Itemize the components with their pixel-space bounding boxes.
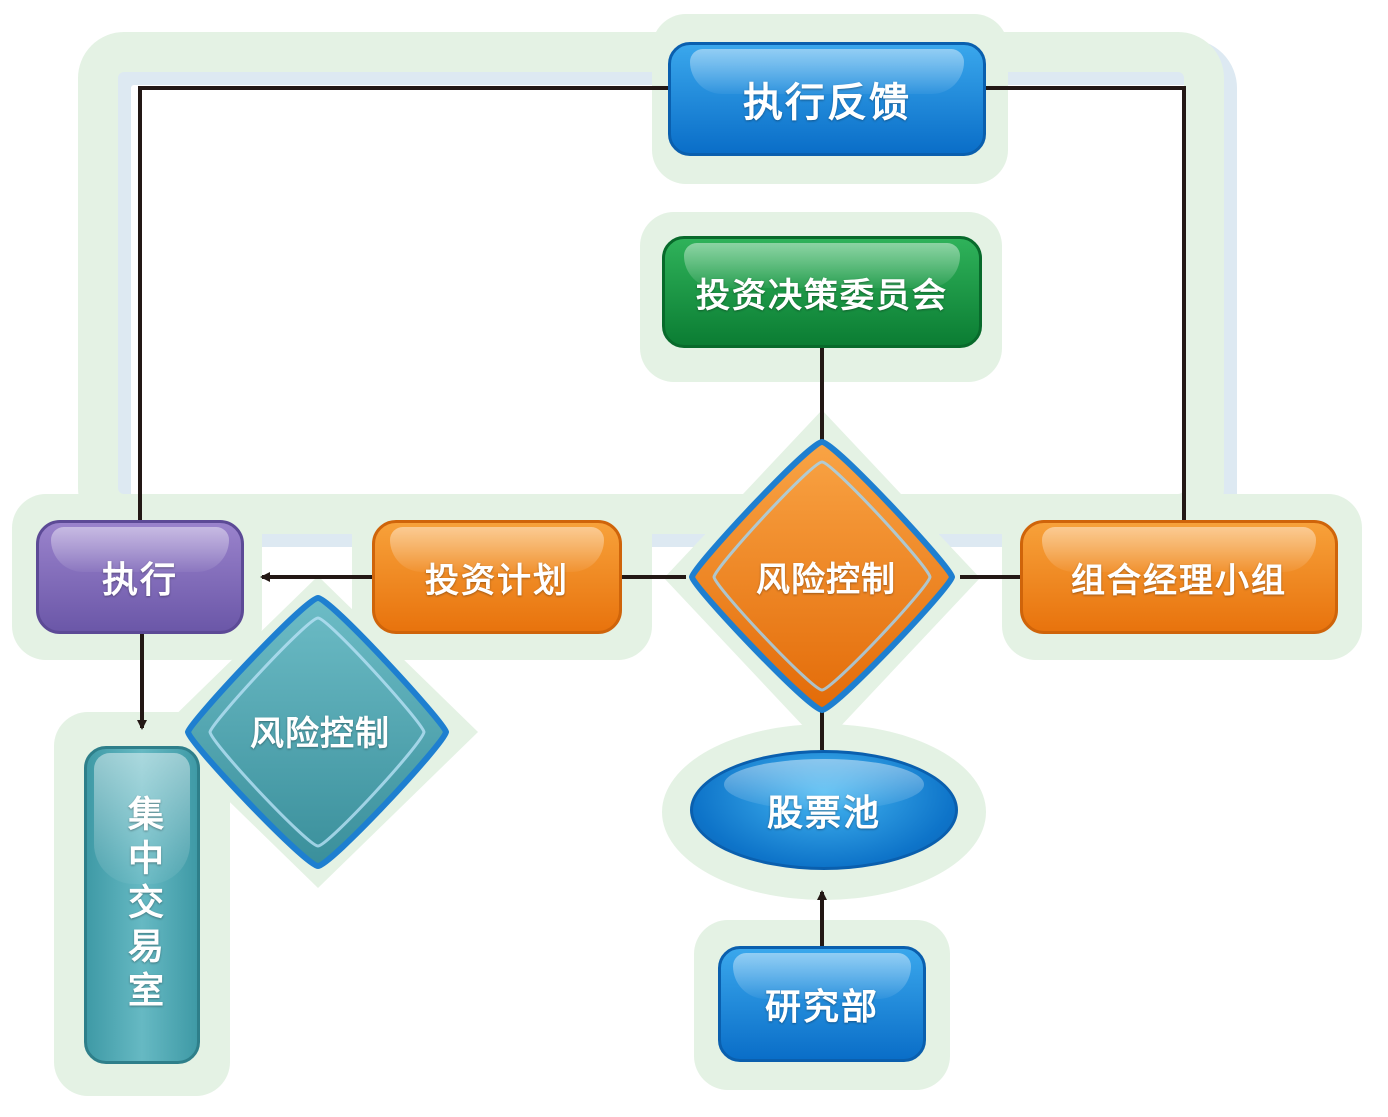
investment-plan-label: 投资计划 — [425, 560, 569, 601]
connectors — [137, 86, 1186, 946]
execution-feedback-label: 执行反馈 — [743, 80, 911, 126]
central-trading-room-box: 集中交易室 — [84, 746, 200, 1064]
central-trading-room-label: 集中交易室 — [122, 795, 163, 1015]
execution-box: 执行 — [36, 520, 244, 634]
stock-pool-ellipse: 股票池 — [690, 750, 958, 870]
risk-control-diamond-main — [688, 438, 956, 714]
risk-control-main-label: 风险控制 — [756, 559, 896, 600]
research-department-box: 研究部 — [718, 946, 926, 1062]
feedback-connector-right — [986, 86, 1186, 520]
feedback-connector-left — [138, 86, 668, 520]
portfolio-manager-group-box: 组合经理小组 — [1020, 520, 1338, 634]
risk-control-side-label: 风险控制 — [250, 713, 390, 754]
portfolio-manager-group-label: 组合经理小组 — [1071, 560, 1287, 601]
execution-label: 执行 — [101, 560, 178, 601]
investment-committee-box: 投资决策委员会 — [662, 236, 982, 348]
research-department-label: 研究部 — [764, 987, 879, 1028]
investment-plan-box: 投资计划 — [372, 520, 622, 634]
investment-committee-label: 投资决策委员会 — [696, 275, 948, 316]
stock-pool-label: 股票池 — [766, 793, 881, 834]
execution-feedback-box: 执行反馈 — [668, 42, 986, 156]
risk-control-diamond-side — [184, 594, 450, 870]
